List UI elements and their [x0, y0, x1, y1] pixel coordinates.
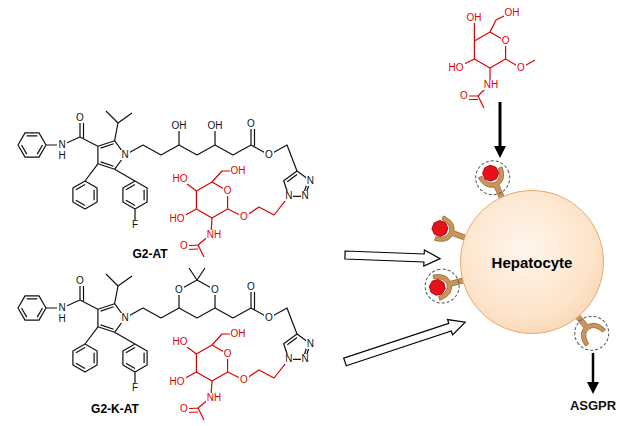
- atom-label: O: [459, 91, 469, 101]
- molecule-region: G2-AT: [4, 108, 345, 264]
- cell-name: Hepatocyte: [492, 254, 573, 271]
- atom-label: O: [501, 36, 511, 46]
- galnac-ligand: [428, 278, 446, 296]
- compound-name: G2-K-AT: [91, 403, 139, 416]
- atom-label: N: [120, 313, 129, 323]
- atom-label: O: [246, 119, 256, 129]
- g2-at-structure: [18, 111, 310, 257]
- cell-circle: Hepatocyte: [460, 190, 604, 334]
- atom-label: NH: [206, 393, 222, 403]
- atom-label: O: [264, 313, 274, 323]
- atom-label: N: [301, 191, 310, 201]
- compound-name: G2-AT: [132, 248, 167, 261]
- binding-arrow-shaft: [499, 102, 502, 148]
- hollow-arrow: [344, 320, 466, 366]
- atom-label: O: [264, 150, 274, 160]
- atom-label: O: [516, 63, 526, 73]
- atom-label: HO: [169, 377, 186, 387]
- hollow-arrow: [345, 250, 440, 266]
- atom-label: HO: [448, 63, 465, 73]
- atom-label: OH: [230, 166, 247, 176]
- atom-label: H: [57, 314, 66, 324]
- galnac-bonds: [458, 13, 535, 108]
- atom-label: N: [120, 150, 129, 160]
- atom-label: HO: [172, 337, 189, 347]
- atom-label: N: [301, 354, 310, 364]
- atom-label: HO: [169, 214, 186, 224]
- atom-label: OH: [466, 13, 483, 23]
- atom-label: O: [223, 349, 233, 359]
- g2-k-at-structure: [18, 274, 310, 420]
- asgpr-leader-shaft: [592, 353, 595, 384]
- binding-arrow-head: [494, 146, 506, 158]
- atom-label: O: [75, 276, 85, 286]
- binding-circle: [421, 265, 463, 307]
- atom-label: O: [75, 113, 85, 123]
- atom-label: O: [223, 186, 233, 196]
- atom-label: O: [239, 212, 249, 222]
- atom-label: N: [306, 176, 315, 186]
- receptor-label: ASGPR: [569, 398, 617, 413]
- atom-label: O: [239, 375, 249, 385]
- atom-label: O: [246, 282, 256, 292]
- atom-label: N: [284, 191, 293, 201]
- atom-label: O: [179, 241, 189, 251]
- atom-label: O: [179, 404, 189, 414]
- atom-label: N: [57, 140, 66, 150]
- atom-label: NH: [483, 80, 499, 90]
- galnac-ligand: [481, 163, 501, 183]
- atom-label: O: [210, 285, 220, 295]
- atom-label: OH: [230, 329, 247, 339]
- atom-label: H: [57, 151, 66, 161]
- atom-label: O: [174, 285, 184, 295]
- galnac-ligand: [430, 219, 449, 238]
- atom-label: F: [131, 220, 139, 230]
- atom-label: N: [57, 303, 66, 313]
- atom-label: N: [284, 354, 293, 364]
- atom-label: OH: [207, 121, 224, 131]
- atom-label: N: [306, 339, 315, 349]
- atom-label: NH: [206, 230, 222, 240]
- atom-label: HO: [172, 174, 189, 184]
- atom-label: OH: [504, 8, 521, 18]
- atom-label: OH: [171, 121, 188, 131]
- diol-bonds: [179, 130, 215, 145]
- atom-label: F: [131, 383, 139, 393]
- asgpr-leader-head: [587, 382, 599, 394]
